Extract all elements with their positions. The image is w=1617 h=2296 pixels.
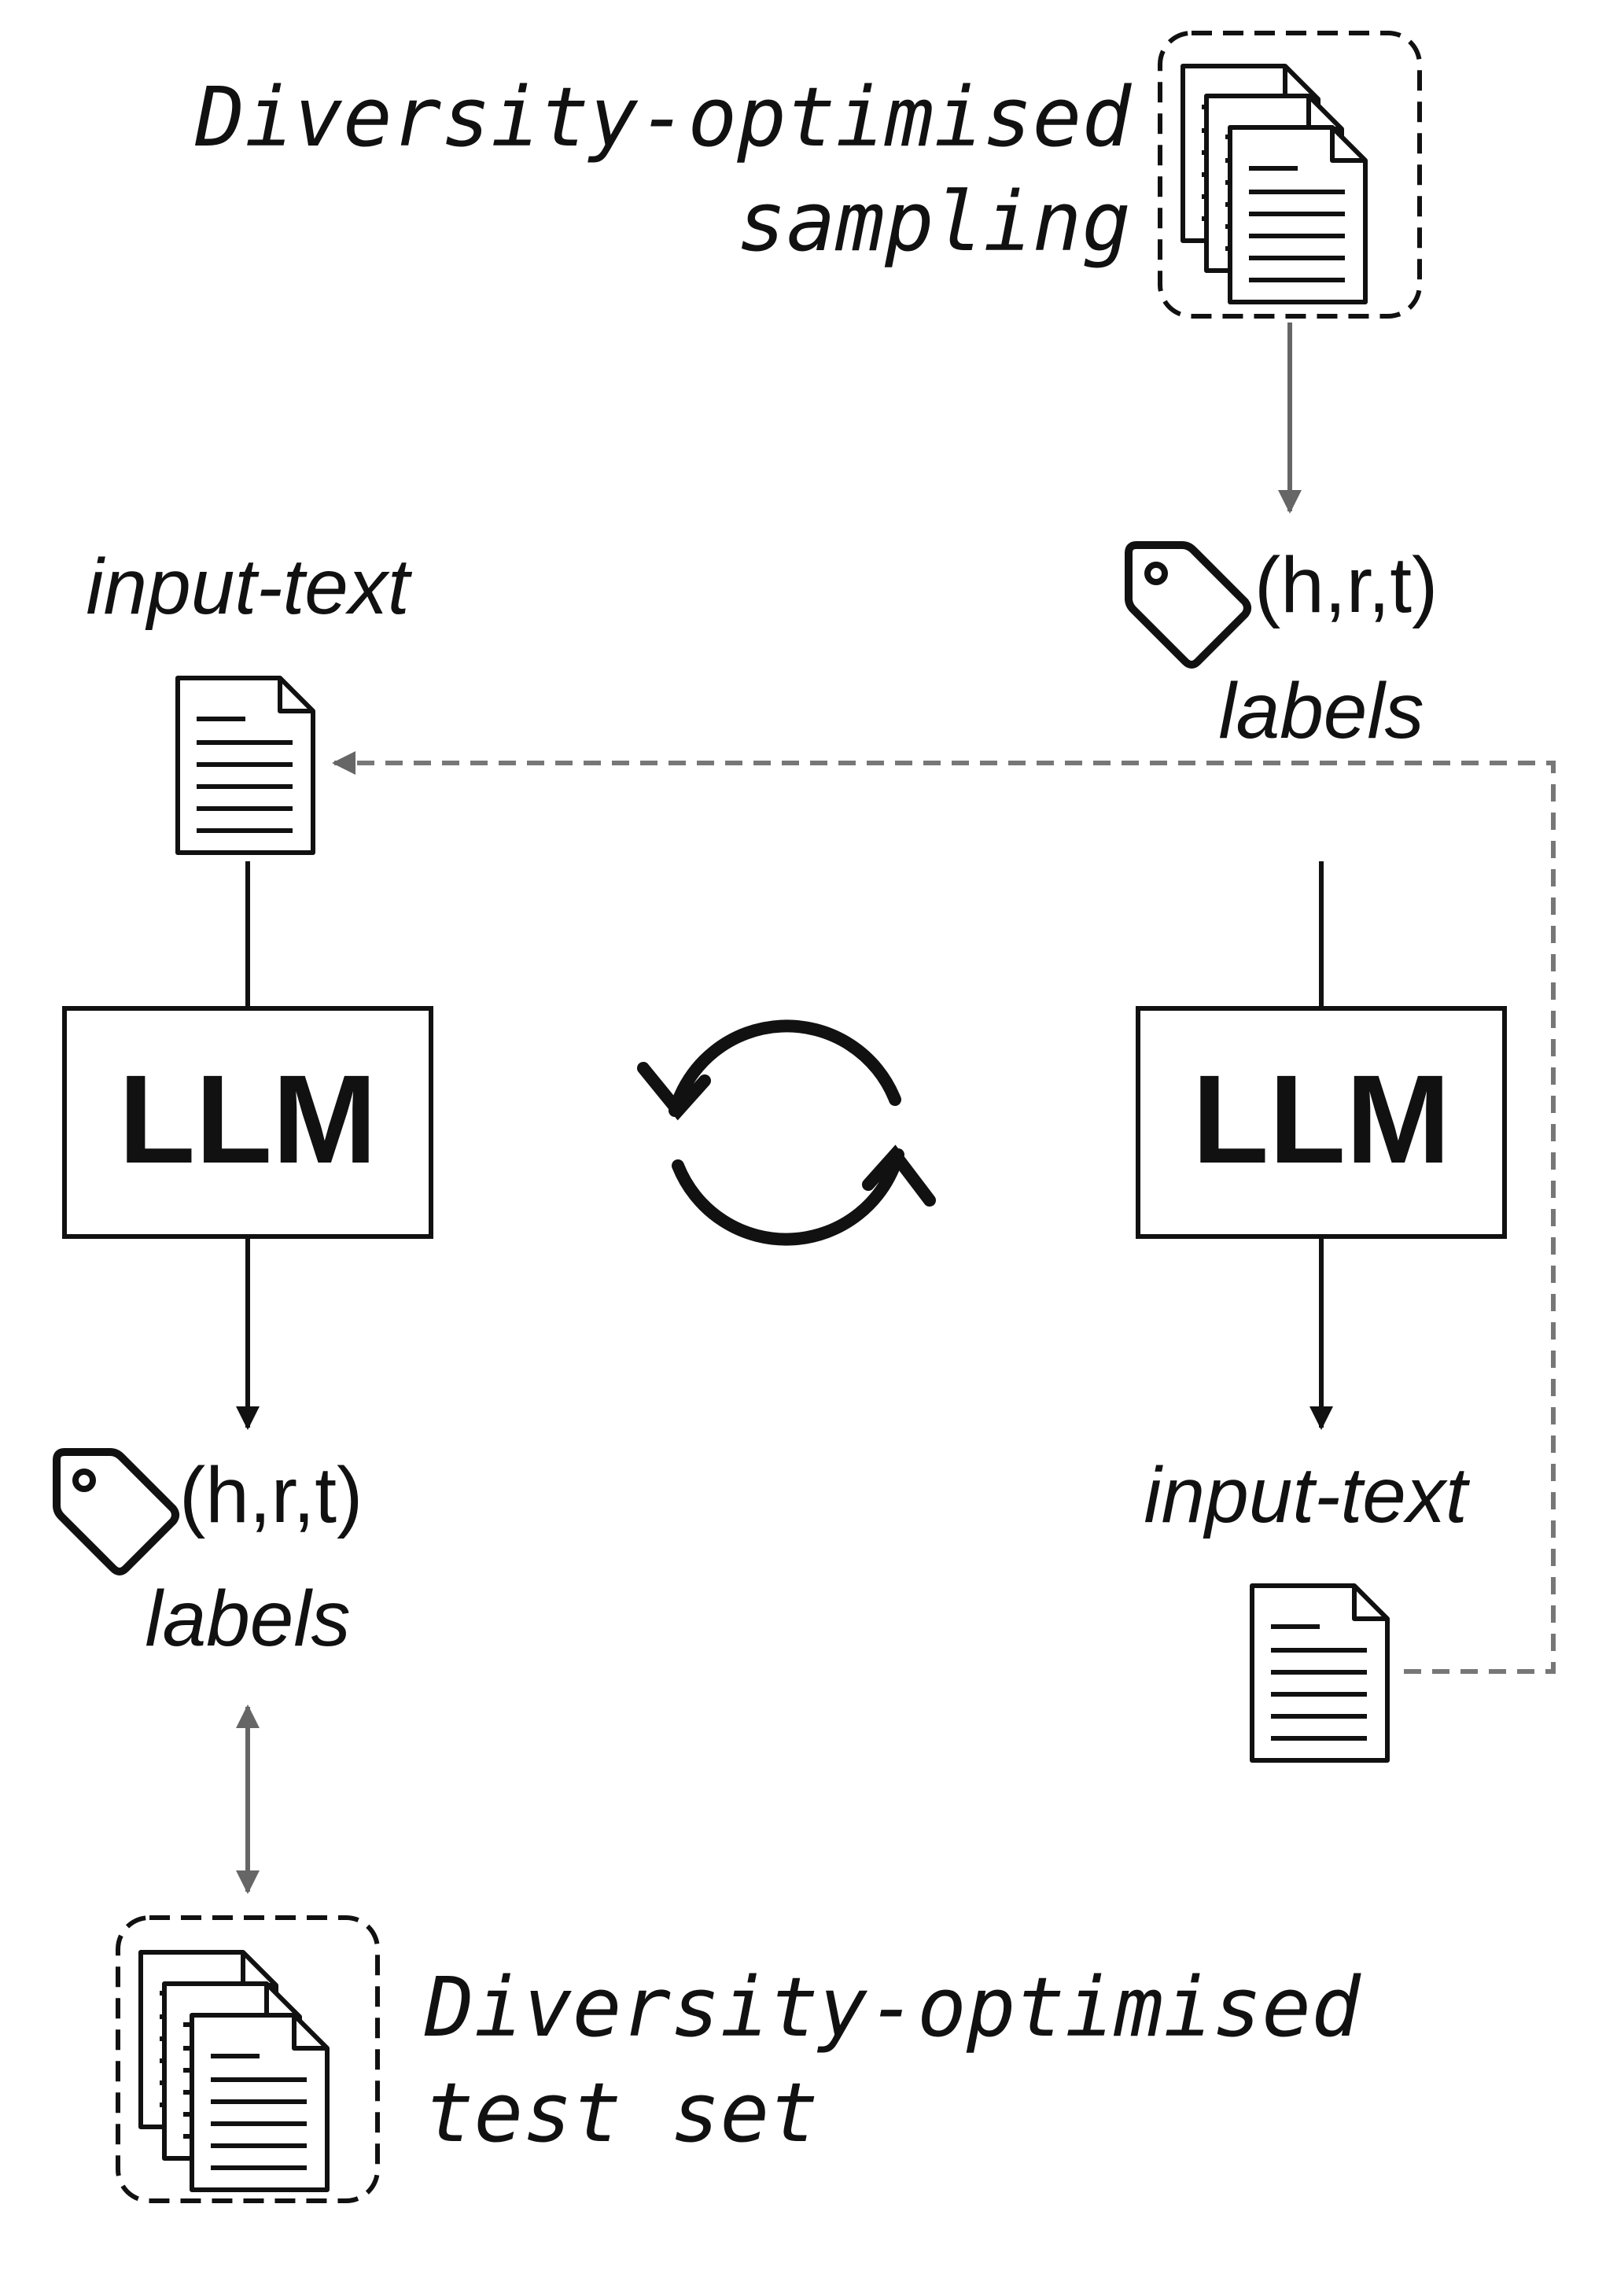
test-set-document-stack — [116, 1915, 380, 2203]
right-output-document-icon — [1252, 1586, 1387, 1760]
sampling-caption-line1: Diversity-optimised — [194, 69, 1132, 165]
test-set-caption-line2: test set — [425, 2065, 819, 2161]
tag-icon — [1129, 545, 1247, 665]
feedback-loop-dashed-arrow — [332, 751, 1556, 1674]
right-llm-label: LLM — [1192, 1048, 1451, 1189]
cycle-icon — [637, 1019, 936, 1246]
top-triple-label: (h,r,t) — [1254, 541, 1438, 629]
document-icon — [1230, 127, 1365, 302]
left-labels-caption: labels — [145, 1575, 350, 1663]
left-tag-icon — [57, 1452, 175, 1572]
right-output-caption: input-text — [1144, 1451, 1471, 1539]
left-input-document-icon — [178, 678, 313, 853]
test-set-caption-line1: Diversity-optimised — [424, 1959, 1361, 2055]
left-llm-box — [62, 1006, 433, 1239]
top-labels-caption: labels — [1218, 667, 1424, 755]
sampling-document-stack — [1158, 31, 1422, 319]
left-input-caption: input-text — [86, 543, 413, 631]
left-triple-label: (h,r,t) — [179, 1451, 363, 1539]
left-llm-label: LLM — [119, 1048, 378, 1189]
sampling-caption-line2: sampling — [737, 174, 1131, 270]
document-icon — [192, 2015, 327, 2190]
right-llm-box — [1136, 1006, 1507, 1239]
